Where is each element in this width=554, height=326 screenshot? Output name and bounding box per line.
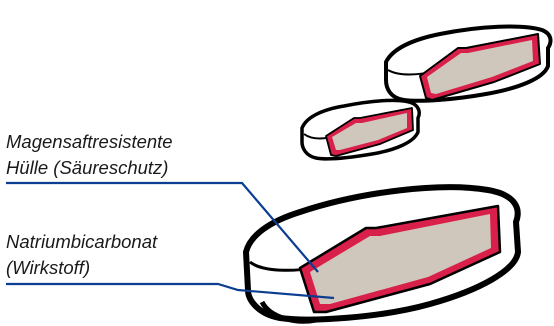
label-core: Natriumbicarbonat (Wirkstoff) (6, 231, 158, 278)
leader-line-core (6, 282, 335, 300)
leader-line-coating (6, 181, 319, 273)
tablet-large-core (310, 214, 491, 304)
label-coating-line1: Magensaftresistente (6, 131, 173, 152)
tablet-small (300, 98, 421, 161)
label-coating: Magensaftresistente Hülle (Säureschutz) (6, 131, 173, 178)
tablet-small-core (332, 113, 407, 150)
label-core-line1: Natriumbicarbonat (6, 231, 158, 252)
tablet-medium (384, 24, 553, 103)
label-core-line2: (Wirkstoff) (6, 257, 90, 278)
tablet-large (243, 184, 521, 324)
tablet-medium-core (427, 40, 533, 94)
label-coating-line2: Hülle (Säureschutz) (6, 157, 168, 178)
